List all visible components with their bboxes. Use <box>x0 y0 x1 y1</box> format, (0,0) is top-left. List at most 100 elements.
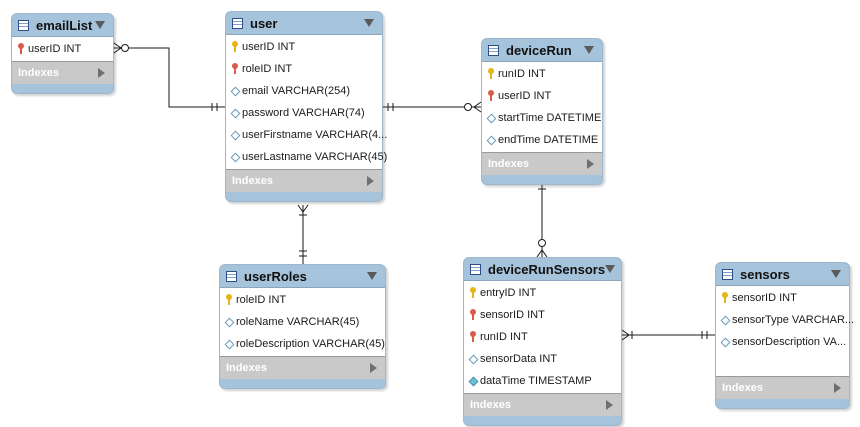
table-devicerun-indexes[interactable]: Indexes <box>482 153 602 175</box>
table-userroles-title: userRoles <box>244 268 307 284</box>
column-row[interactable]: roleID INT <box>226 58 382 80</box>
column-row[interactable]: password VARCHAR(74) <box>226 102 382 124</box>
column-row[interactable]: startTime DATETIME <box>482 107 602 129</box>
table-emaillist-title: emailList <box>36 17 93 33</box>
column-row[interactable]: runID INT <box>464 326 621 348</box>
hollow-diamond-icon <box>488 134 494 146</box>
table-devicerun-header[interactable]: deviceRun <box>482 39 602 61</box>
hollow-diamond-icon <box>722 314 728 326</box>
collapse-triangle-icon[interactable] <box>584 46 594 54</box>
hollow-diamond-icon <box>470 353 476 365</box>
collapse-triangle-icon[interactable] <box>367 272 377 280</box>
table-emaillist-indexes[interactable]: Indexes <box>12 62 113 84</box>
table-user-header[interactable]: user <box>226 12 382 34</box>
one-bar-userroles-top <box>299 250 307 257</box>
hollow-diamond-icon <box>232 107 238 119</box>
table-emaillist[interactable]: emailList userID INT Indexes <box>11 13 114 94</box>
crowfoot-zero-many-emaillist <box>113 42 122 54</box>
table-sensors[interactable]: sensors sensorID INT sensorType VARCHAR.… <box>715 262 854 409</box>
gold-key-icon <box>470 287 476 299</box>
column-row[interactable]: sensorData INT <box>464 348 621 370</box>
expand-arrow-icon[interactable] <box>367 176 374 186</box>
optional-circle-devicerunsensors <box>538 239 546 247</box>
column-row[interactable]: runID INT <box>482 63 602 85</box>
expand-arrow-icon[interactable] <box>587 159 594 169</box>
expand-arrow-icon[interactable] <box>606 400 613 410</box>
red-key-icon <box>470 309 476 321</box>
table-emaillist-columns: userID INT <box>12 36 113 62</box>
column-row[interactable]: userID INT <box>12 38 113 60</box>
column-row[interactable]: entryID INT <box>464 282 621 304</box>
table-sensors-indexes[interactable]: Indexes <box>716 377 849 399</box>
column-row[interactable]: endTime DATETIME <box>482 129 602 151</box>
column-row[interactable]: dataTime TIMESTAMP <box>464 370 621 392</box>
expand-arrow-icon[interactable] <box>98 68 105 78</box>
column-label: userID INT <box>242 41 296 53</box>
collapse-triangle-icon[interactable] <box>95 21 105 29</box>
column-label: sensorID INT <box>732 292 797 304</box>
table-userroles[interactable]: userRoles roleID INT roleName VARCHAR(45… <box>219 264 386 389</box>
hollow-diamond-icon <box>722 336 728 348</box>
column-row[interactable]: sensorDescription VA... <box>716 331 849 353</box>
collapse-triangle-icon[interactable] <box>605 265 616 273</box>
indexes-label: Indexes <box>488 158 529 170</box>
column-label: startTime DATETIME <box>498 112 602 124</box>
column-row[interactable]: roleID INT <box>220 289 385 311</box>
gold-key-icon <box>232 41 238 53</box>
hollow-diamond-icon <box>226 316 232 328</box>
column-label: roleDescription VARCHAR(45) <box>236 338 385 350</box>
rel-user-devicerun <box>383 101 482 113</box>
indexes-label: Indexes <box>18 67 59 79</box>
table-devicerunsensors-title: deviceRunSensors <box>488 261 606 277</box>
table-icon <box>488 44 499 56</box>
collapse-triangle-icon[interactable] <box>831 270 841 278</box>
indexes-label: Indexes <box>470 399 511 411</box>
table-devicerunsensors-header[interactable]: deviceRunSensors <box>464 258 621 280</box>
red-key-icon <box>18 43 24 55</box>
table-userroles-indexes[interactable]: Indexes <box>220 357 385 379</box>
table-userroles-header[interactable]: userRoles <box>220 265 385 287</box>
column-row[interactable]: userID INT <box>226 36 382 58</box>
rel-devicerun-devicerunsensors <box>536 179 548 258</box>
gold-key-icon <box>488 68 494 80</box>
gold-key-icon <box>722 292 728 304</box>
table-devicerunsensors[interactable]: deviceRunSensors entryID INT sensorID IN… <box>463 257 622 426</box>
one-bar-user-right <box>387 103 394 111</box>
gold-key-icon <box>226 294 232 306</box>
expand-arrow-icon[interactable] <box>834 383 841 393</box>
table-sensors-title: sensors <box>740 266 790 282</box>
table-devicerunsensors-columns: entryID INT sensorID INT runID INT senso… <box>464 280 621 394</box>
collapse-triangle-icon[interactable] <box>364 19 374 27</box>
column-row[interactable]: roleDescription VARCHAR(45) <box>220 333 385 355</box>
column-row-empty <box>716 353 849 375</box>
expand-arrow-icon[interactable] <box>370 363 377 373</box>
hollow-diamond-icon <box>232 129 238 141</box>
column-label: userID INT <box>28 43 82 55</box>
table-emaillist-header[interactable]: emailList <box>12 14 113 36</box>
one-bar-sensors-left <box>701 331 708 339</box>
table-devicerunsensors-indexes[interactable]: Indexes <box>464 394 621 416</box>
column-label: roleID INT <box>236 294 287 306</box>
table-user-title: user <box>250 15 278 31</box>
column-row[interactable]: userID INT <box>482 85 602 107</box>
column-label: runID INT <box>498 68 546 80</box>
table-sensors-header[interactable]: sensors <box>716 263 849 285</box>
column-row[interactable]: userFirstname VARCHAR(4... <box>226 124 387 146</box>
column-row[interactable]: sensorID INT <box>464 304 621 326</box>
table-user[interactable]: user userID INT roleID INT email VARCHAR… <box>225 11 387 202</box>
column-row[interactable]: userLastname VARCHAR(45) <box>226 146 387 168</box>
column-label: sensorID INT <box>480 309 545 321</box>
optional-circle-emaillist <box>121 44 129 52</box>
column-row[interactable]: sensorType VARCHAR... <box>716 309 854 331</box>
column-row[interactable]: roleName VARCHAR(45) <box>220 311 385 333</box>
column-label: sensorData INT <box>480 353 558 365</box>
table-user-indexes[interactable]: Indexes <box>226 170 382 192</box>
column-row[interactable]: sensorID INT <box>716 287 849 309</box>
hollow-diamond-icon <box>488 112 494 124</box>
hollow-diamond-icon <box>226 338 232 350</box>
rel-user-userroles <box>297 204 309 264</box>
table-devicerun[interactable]: deviceRun runID INT userID INT startTime… <box>481 38 603 185</box>
column-row[interactable]: email VARCHAR(254) <box>226 80 382 102</box>
table-devicerun-title: deviceRun <box>506 42 572 58</box>
